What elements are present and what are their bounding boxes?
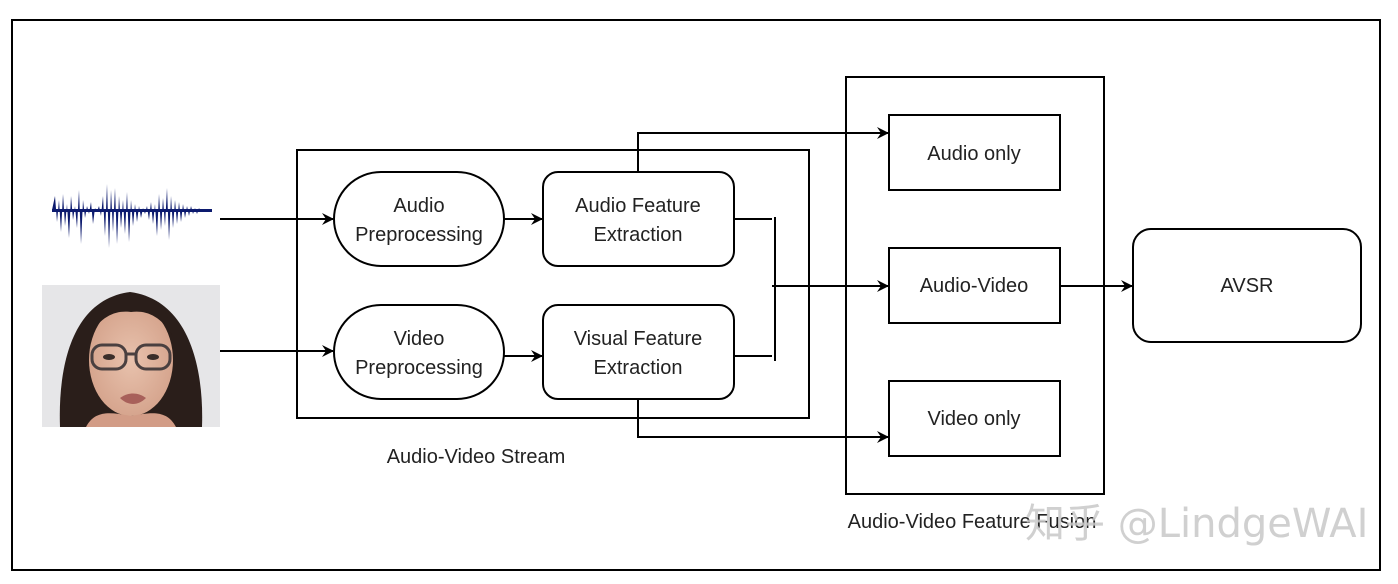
node-video-preprocessing[interactable]: Video Preprocessing	[333, 304, 505, 400]
node-audio-feature-extraction[interactable]: Audio Feature Extraction	[542, 171, 735, 267]
node-avsr[interactable]: AVSR	[1132, 228, 1362, 343]
node-audio-only[interactable]: Audio only	[888, 114, 1061, 191]
visual-feature-line1: Visual Feature	[574, 328, 703, 350]
video-preprocessing-line1: Video	[394, 328, 445, 350]
audio-only-label: Audio only	[927, 143, 1020, 165]
audio-video-stream-group	[296, 149, 810, 419]
outer-frame	[11, 19, 1381, 571]
visual-feature-line2: Extraction	[594, 357, 683, 379]
arrow-audio-feat-to-audio-only	[637, 127, 889, 172]
video-preprocessing-line2: Preprocessing	[355, 357, 483, 379]
audio-video-label: Audio-Video	[920, 275, 1029, 297]
node-audio-preprocessing[interactable]: Audio Preprocessing	[333, 171, 505, 267]
audio-feature-line1: Audio Feature	[575, 195, 701, 217]
audio-feature-line2: Extraction	[594, 224, 683, 246]
watermark: 知乎 @LindgeWAI	[1025, 501, 1368, 547]
fusion-group-label: Audio-Video Feature Fusion	[848, 511, 1097, 533]
audio-preprocessing-line2: Preprocessing	[355, 224, 483, 246]
video-only-label: Video only	[927, 408, 1020, 430]
node-audio-video[interactable]: Audio-Video	[888, 247, 1061, 324]
waveform-icon	[52, 184, 212, 248]
face-photo	[42, 285, 220, 427]
merge-connector	[734, 217, 776, 361]
arrow-visual-feat-to-video-only	[637, 399, 889, 443]
node-video-only[interactable]: Video only	[888, 380, 1061, 457]
avsr-label: AVSR	[1221, 275, 1274, 297]
stream-group-label: Audio-Video Stream	[387, 446, 566, 468]
audio-preprocessing-line1: Audio	[393, 195, 444, 217]
node-visual-feature-extraction[interactable]: Visual Feature Extraction	[542, 304, 735, 400]
